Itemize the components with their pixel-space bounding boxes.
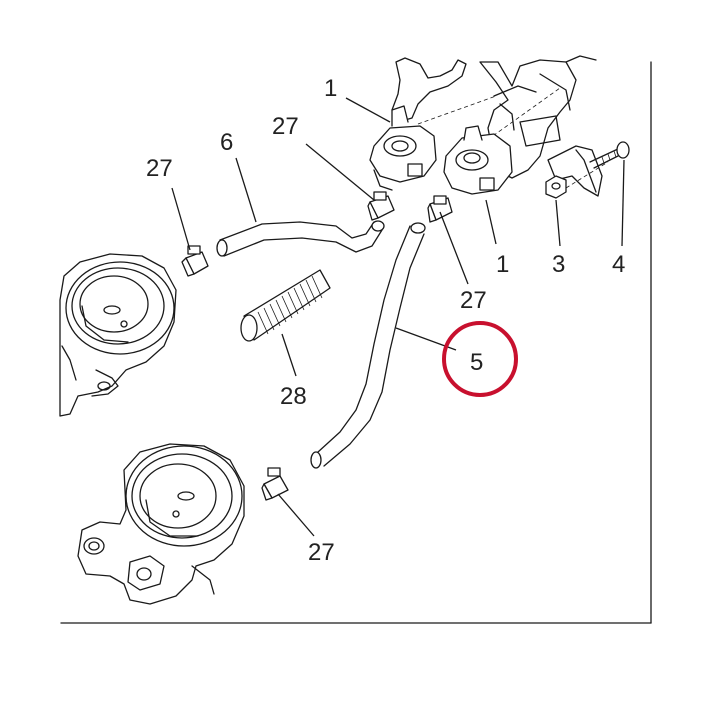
label-part-27-d: 27 <box>308 539 335 566</box>
leader-1-right <box>485 199 497 245</box>
label-part-1-top: 1 <box>324 75 337 102</box>
part-3-nut <box>545 175 567 199</box>
part-1-upper-valve <box>369 105 437 191</box>
label-part-5: 5 <box>470 349 483 376</box>
leader-4 <box>621 159 625 247</box>
leader-28 <box>281 333 297 377</box>
label-part-27-a: 27 <box>146 155 173 182</box>
part-1-right-valve <box>443 125 513 195</box>
leader-27-a <box>171 187 191 251</box>
label-part-3: 3 <box>552 251 565 278</box>
part-5-hose <box>310 222 426 469</box>
leader-3 <box>555 199 561 247</box>
part-4-bolt <box>589 141 630 169</box>
clamp-27-left-upper <box>181 245 209 277</box>
clamp-27-hose6-end <box>367 191 395 221</box>
label-part-28: 28 <box>280 383 307 410</box>
lower-throttle-body <box>77 443 245 605</box>
clamp-27-hose5-top <box>427 195 453 223</box>
leader-1-top <box>345 97 391 123</box>
leader-27-c <box>439 211 469 285</box>
highlight-circle-part-5 <box>442 321 518 397</box>
alignment-line-3 <box>565 161 609 189</box>
upper-throttle-body <box>59 253 177 417</box>
leader-27-d <box>277 493 315 537</box>
alignment-line-1 <box>417 95 497 125</box>
leader-6 <box>235 157 257 223</box>
part-28-hose <box>240 269 331 342</box>
leader-27-b <box>305 143 375 201</box>
label-part-6: 6 <box>220 129 233 156</box>
label-part-27-b: 27 <box>272 113 299 140</box>
label-part-4: 4 <box>612 251 625 278</box>
part-6-hose <box>216 220 385 257</box>
clamp-27-lower <box>261 467 289 501</box>
label-part-27-c: 27 <box>460 287 487 314</box>
label-part-1-right: 1 <box>496 251 509 278</box>
